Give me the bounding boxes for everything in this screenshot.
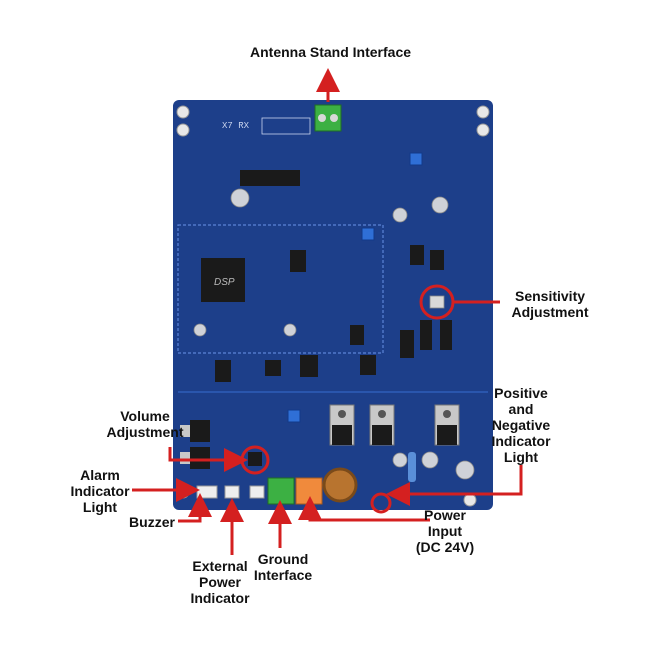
- dsp-chip-label: DSP: [214, 277, 235, 288]
- mounting-hole: [476, 105, 490, 119]
- mounting-hole: [476, 123, 490, 137]
- silkscreen-title: X7 RX: [222, 121, 250, 131]
- antenna-stand-interface-label-line: Antenna Stand Interface: [250, 44, 412, 60]
- positive-negative-indicator-label-line: Negative: [491, 417, 551, 433]
- external-power-indicator-label-line: Power: [198, 574, 241, 590]
- alarm-indicator-light-label-line: Light: [82, 499, 118, 515]
- ground-terminal: [267, 477, 295, 505]
- mounting-hole: [176, 123, 190, 137]
- power-resistor: [408, 452, 416, 482]
- inductor-coil: [322, 467, 358, 503]
- power-input-label-line: (DC 24V): [415, 539, 475, 555]
- positive-negative-indicator-label-line: Positive: [494, 385, 548, 401]
- capacitors: [193, 188, 475, 480]
- pcb-board: [173, 100, 493, 510]
- pcb-shielded-area: [177, 224, 384, 354]
- dsp-chip: DSP: [201, 258, 245, 302]
- positive-negative-indicator-label-line: Indicator: [491, 433, 551, 449]
- positive-negative-arrow: [386, 465, 523, 506]
- volume-arrow: [168, 447, 248, 472]
- volume-adjustment-label-line: Volume: [120, 408, 170, 424]
- alarm-indicator-light-label-line: Indicator: [70, 483, 130, 499]
- alarm-indicator-light-label-line: Alarm: [80, 467, 120, 483]
- antenna-stand-interface-label: Antenna Stand Interface: [250, 44, 412, 60]
- buzzer-label-line: Buzzer: [129, 514, 175, 530]
- potentiometers-blue: [287, 152, 423, 423]
- external-power-indicator-label-line: Indicator: [190, 590, 250, 606]
- antenna-terminal: [314, 104, 342, 132]
- sensitivity-adjustment-label-line: Adjustment: [511, 304, 589, 320]
- mounting-hole: [176, 485, 190, 499]
- annotation-arrows: [132, 68, 523, 555]
- volume-pot: [248, 452, 262, 466]
- power-terminal: [295, 477, 323, 505]
- mounting-hole: [463, 493, 477, 507]
- positive-negative-indicator-label-line: and: [508, 401, 534, 417]
- voltage-regulators: [329, 404, 460, 446]
- buzzer-arrow: [178, 493, 212, 523]
- sensitivity-adjustment-label-line: Sensitivity: [514, 288, 586, 304]
- power-input-label-line: Power: [423, 507, 466, 523]
- power-input-arrow: [298, 496, 430, 522]
- power-input-label-line: Input: [427, 523, 463, 539]
- components: [215, 170, 452, 382]
- bottom-white-connectors: [196, 485, 265, 499]
- ground-interface-label-line: Ground: [257, 551, 309, 567]
- external-power-indicator-label-line: External: [192, 558, 248, 574]
- silkscreen-table: [261, 117, 311, 135]
- positive-negative-indicator-label-line: Light: [503, 449, 539, 465]
- mounting-hole: [176, 105, 190, 119]
- volume-adjustment-label-line: Adjustment: [106, 424, 184, 440]
- buzzer-label: Buzzer: [124, 514, 180, 530]
- volume-transistors: [180, 420, 210, 469]
- mounting-holes: [176, 105, 490, 507]
- sensitivity-pot: [429, 295, 445, 309]
- ground-interface-label-line: Interface: [253, 567, 313, 583]
